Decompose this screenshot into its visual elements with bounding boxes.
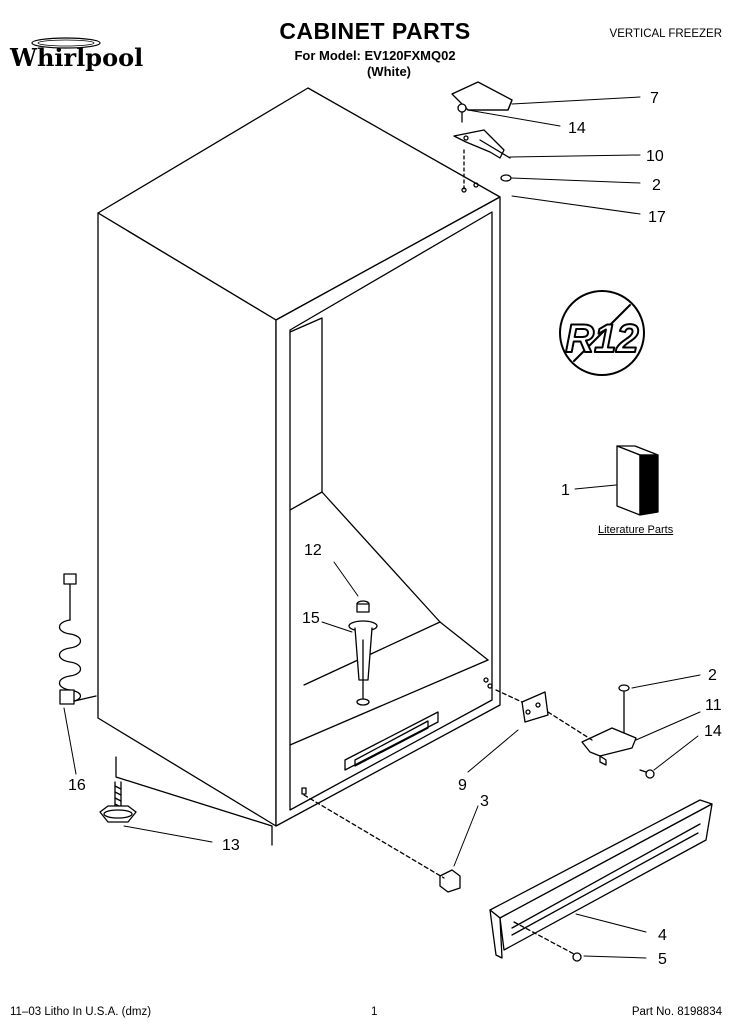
callout-10: 10	[646, 148, 664, 165]
drain-assembly	[348, 600, 378, 706]
brand-logo-text: Whirlpool	[9, 43, 143, 72]
callout-14-bottom: 14	[704, 723, 722, 740]
callout-17: 17	[648, 209, 666, 226]
callout-13: 13	[222, 837, 240, 854]
badge-text: R12	[565, 317, 638, 361]
callout-2-bottom: 2	[708, 667, 717, 684]
bottom-hinge-assembly	[547, 684, 655, 779]
callout-15: 15	[302, 610, 320, 627]
callout-3: 3	[480, 793, 489, 810]
brand-logo: Whirlpool	[9, 37, 143, 72]
callout-7: 7	[650, 90, 659, 107]
callout-11: 11	[705, 697, 722, 714]
callout-4: 4	[658, 927, 667, 944]
bottom-bracket	[495, 689, 549, 723]
leader-lines	[63, 96, 701, 959]
power-cord	[58, 573, 97, 705]
callout-14-top: 14	[568, 120, 586, 137]
leveling-leg	[99, 781, 137, 823]
model-variant: (White)	[366, 64, 412, 79]
page-title: CABINET PARTS	[279, 18, 471, 44]
model-number: For Model: EV120FXMQ02	[294, 48, 456, 63]
part-number: Part No. 8198834	[631, 1006, 722, 1018]
callout-16: 16	[68, 777, 86, 794]
literature-booklet	[616, 445, 659, 516]
callout-5: 5	[658, 951, 667, 968]
no-r12-badge: R12	[559, 290, 645, 376]
product-category: VERTICAL FREEZER	[609, 28, 722, 40]
callout-2-top: 2	[652, 177, 661, 194]
top-hinge-assembly	[451, 81, 513, 193]
callout-9: 9	[458, 777, 467, 794]
toe-grille	[489, 799, 713, 962]
literature-parts-label: Literature Parts	[598, 524, 674, 536]
clip	[303, 794, 461, 893]
callout-1: 1	[561, 482, 570, 499]
page-number: 1	[371, 1006, 378, 1018]
callout-12: 12	[304, 542, 322, 559]
print-info: 11–03 Litho In U.S.A. (dmz)	[10, 1006, 152, 1018]
freezer-cabinet	[97, 87, 501, 846]
